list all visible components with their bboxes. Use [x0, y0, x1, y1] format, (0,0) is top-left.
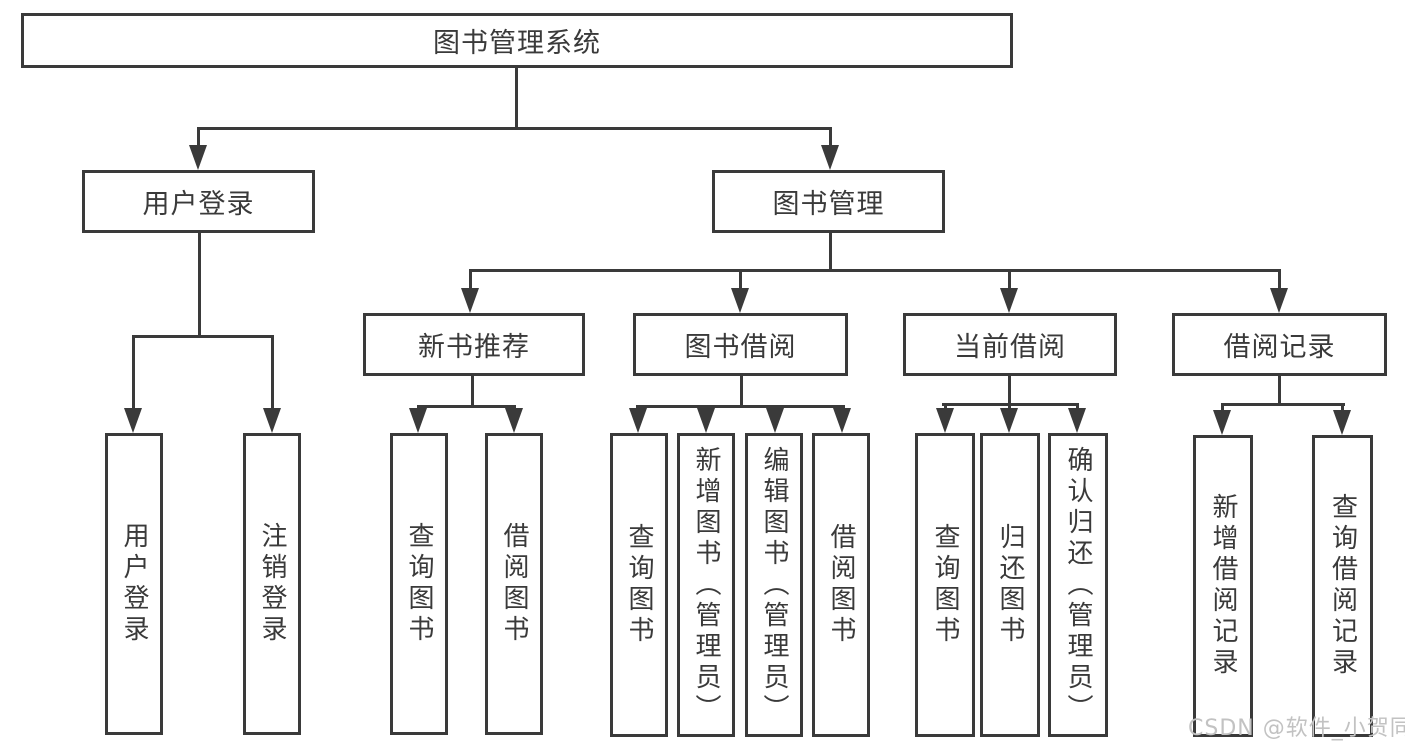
arrowhead-down-icon [1068, 408, 1086, 433]
connector-line [829, 233, 832, 271]
connector-line [469, 269, 1281, 272]
arrowhead-down-icon [629, 408, 647, 433]
connector-line [197, 127, 832, 130]
leaf-edit-book-admin: 编辑图书（管理员） [745, 433, 803, 737]
connector-line [944, 403, 947, 411]
arrowhead-down-icon [1000, 288, 1018, 313]
leaf-query-borrow-record: 查询借阅记录 [1312, 435, 1373, 737]
connector-line [198, 232, 201, 337]
connector-line [515, 66, 518, 127]
arrowhead-down-icon [697, 408, 715, 433]
leaf-query-books-recommend: 查询图书 [390, 433, 448, 735]
arrowhead-down-icon [1270, 288, 1288, 313]
leaf-borrow-books-recommend: 借阅图书 [485, 433, 543, 735]
connector-line [132, 335, 274, 338]
connector-line [1341, 403, 1344, 412]
leaf-logout: 注销登录 [243, 433, 301, 735]
arrowhead-down-icon [1213, 410, 1231, 435]
connector-line [132, 335, 135, 410]
connector-line [1008, 376, 1011, 405]
node-library-management-system: 图书管理系统 [21, 13, 1013, 68]
leaf-borrow-books-borrow: 借阅图书 [812, 433, 870, 737]
node-book-borrow: 图书借阅 [633, 313, 848, 376]
arrowhead-down-icon [936, 408, 954, 433]
leaf-add-borrow-record: 新增借阅记录 [1193, 435, 1253, 737]
connector-line [1076, 403, 1079, 411]
leaf-user-login: 用户登录 [105, 433, 163, 735]
arrowhead-down-icon [731, 288, 749, 313]
arrowhead-down-icon [124, 408, 142, 433]
leaf-query-books-borrow: 查询图书 [610, 433, 668, 737]
arrowhead-down-icon [461, 288, 479, 313]
leaf-confirm-return-admin: 确认归还（管理员） [1048, 433, 1108, 737]
connector-line [271, 335, 274, 410]
connector-line [636, 405, 845, 408]
arrowhead-down-icon [409, 408, 427, 433]
node-current-borrow: 当前借阅 [903, 313, 1117, 376]
arrowhead-down-icon [833, 408, 851, 433]
connector-line [740, 375, 743, 407]
connector-line [1008, 403, 1011, 411]
connector-line [469, 269, 472, 290]
connector-line [1278, 376, 1281, 405]
connector-line [829, 127, 832, 147]
connector-line [1221, 403, 1224, 412]
arrowhead-down-icon [821, 145, 839, 170]
arrowhead-down-icon [1333, 410, 1351, 435]
node-new-book-recommend: 新书推荐 [363, 313, 585, 376]
arrowhead-down-icon [1000, 408, 1018, 433]
connector-line [739, 269, 742, 290]
leaf-add-book-admin: 新增图书（管理员） [677, 433, 735, 737]
connector-line [1008, 269, 1011, 290]
leaf-query-books-current: 查询图书 [915, 433, 975, 737]
arrowhead-down-icon [189, 145, 207, 170]
node-borrow-records: 借阅记录 [1172, 313, 1387, 376]
arrowhead-down-icon [766, 408, 784, 433]
connector-line [1278, 269, 1281, 290]
node-user-login: 用户登录 [82, 170, 315, 233]
connector-line [197, 127, 200, 147]
connector-line [471, 375, 474, 407]
csdn-watermark: CSDN @软件_小贺同学 [1188, 716, 1405, 741]
arrowhead-down-icon [263, 408, 281, 433]
connector-line [1221, 403, 1345, 406]
node-book-management: 图书管理 [712, 170, 945, 233]
leaf-return-book: 归还图书 [980, 433, 1040, 737]
arrowhead-down-icon [505, 408, 523, 433]
connector-line [417, 405, 516, 408]
